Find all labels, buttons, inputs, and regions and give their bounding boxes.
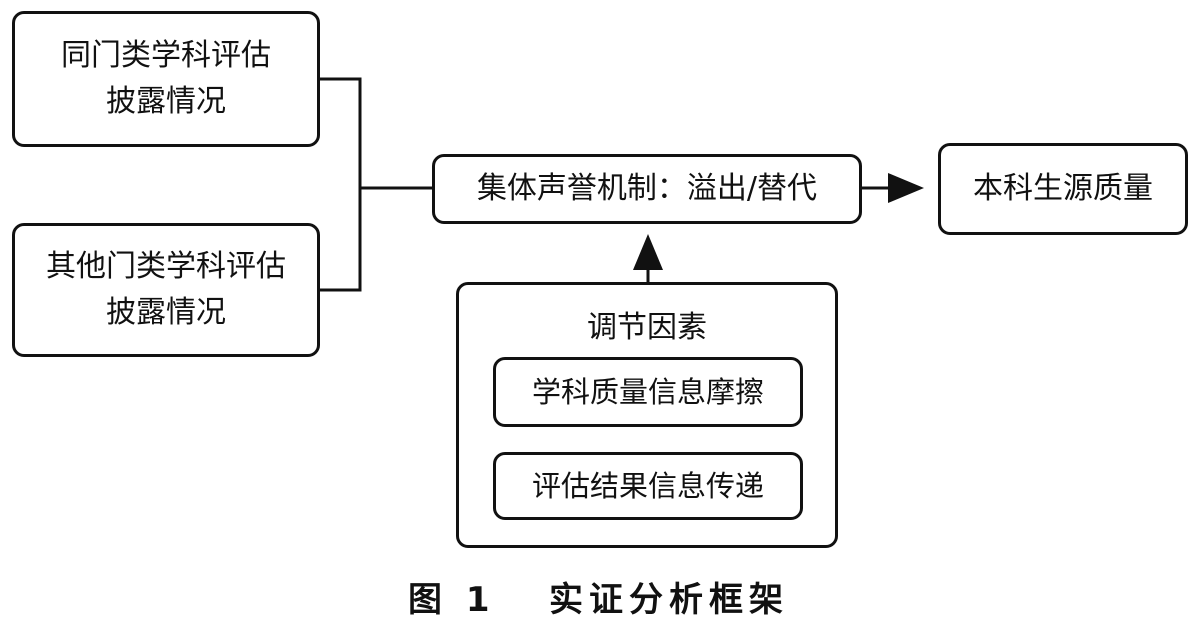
moderator-item-information-friction: 学科质量信息摩擦: [493, 357, 803, 427]
node-same-category-line-1: 同门类学科评估: [61, 38, 271, 73]
node-other-category-line-1: 其他门类学科评估: [46, 249, 286, 284]
moderator-item-1-label: 学科质量信息摩擦: [531, 375, 764, 409]
moderators-title: 调节因素: [587, 310, 707, 345]
node-other-category-line-2: 披露情况: [106, 295, 226, 330]
moderator-item-2-label: 评估结果信息传递: [531, 469, 764, 503]
node-other-category-disclosure: 其他门类学科评估 披露情况: [12, 223, 320, 357]
node-undergraduate-quality: 本科生源质量: [938, 143, 1188, 235]
figure-caption: 图 1 实证分析框架: [407, 580, 789, 620]
node-same-category-line-2: 披露情况: [106, 84, 226, 119]
node-collective-reputation-mechanism: 集体声誉机制：溢出/替代: [432, 154, 862, 224]
connector-same-to-junction: [320, 77, 362, 188]
node-outcome-label: 本科生源质量: [973, 171, 1153, 206]
moderator-item-information-transmission: 评估结果信息传递: [493, 452, 803, 520]
node-same-category-disclosure: 同门类学科评估 披露情况: [12, 11, 320, 147]
connector-other-to-junction: [320, 188, 362, 292]
node-mechanism-label: 集体声誉机制：溢出/替代: [476, 171, 818, 206]
